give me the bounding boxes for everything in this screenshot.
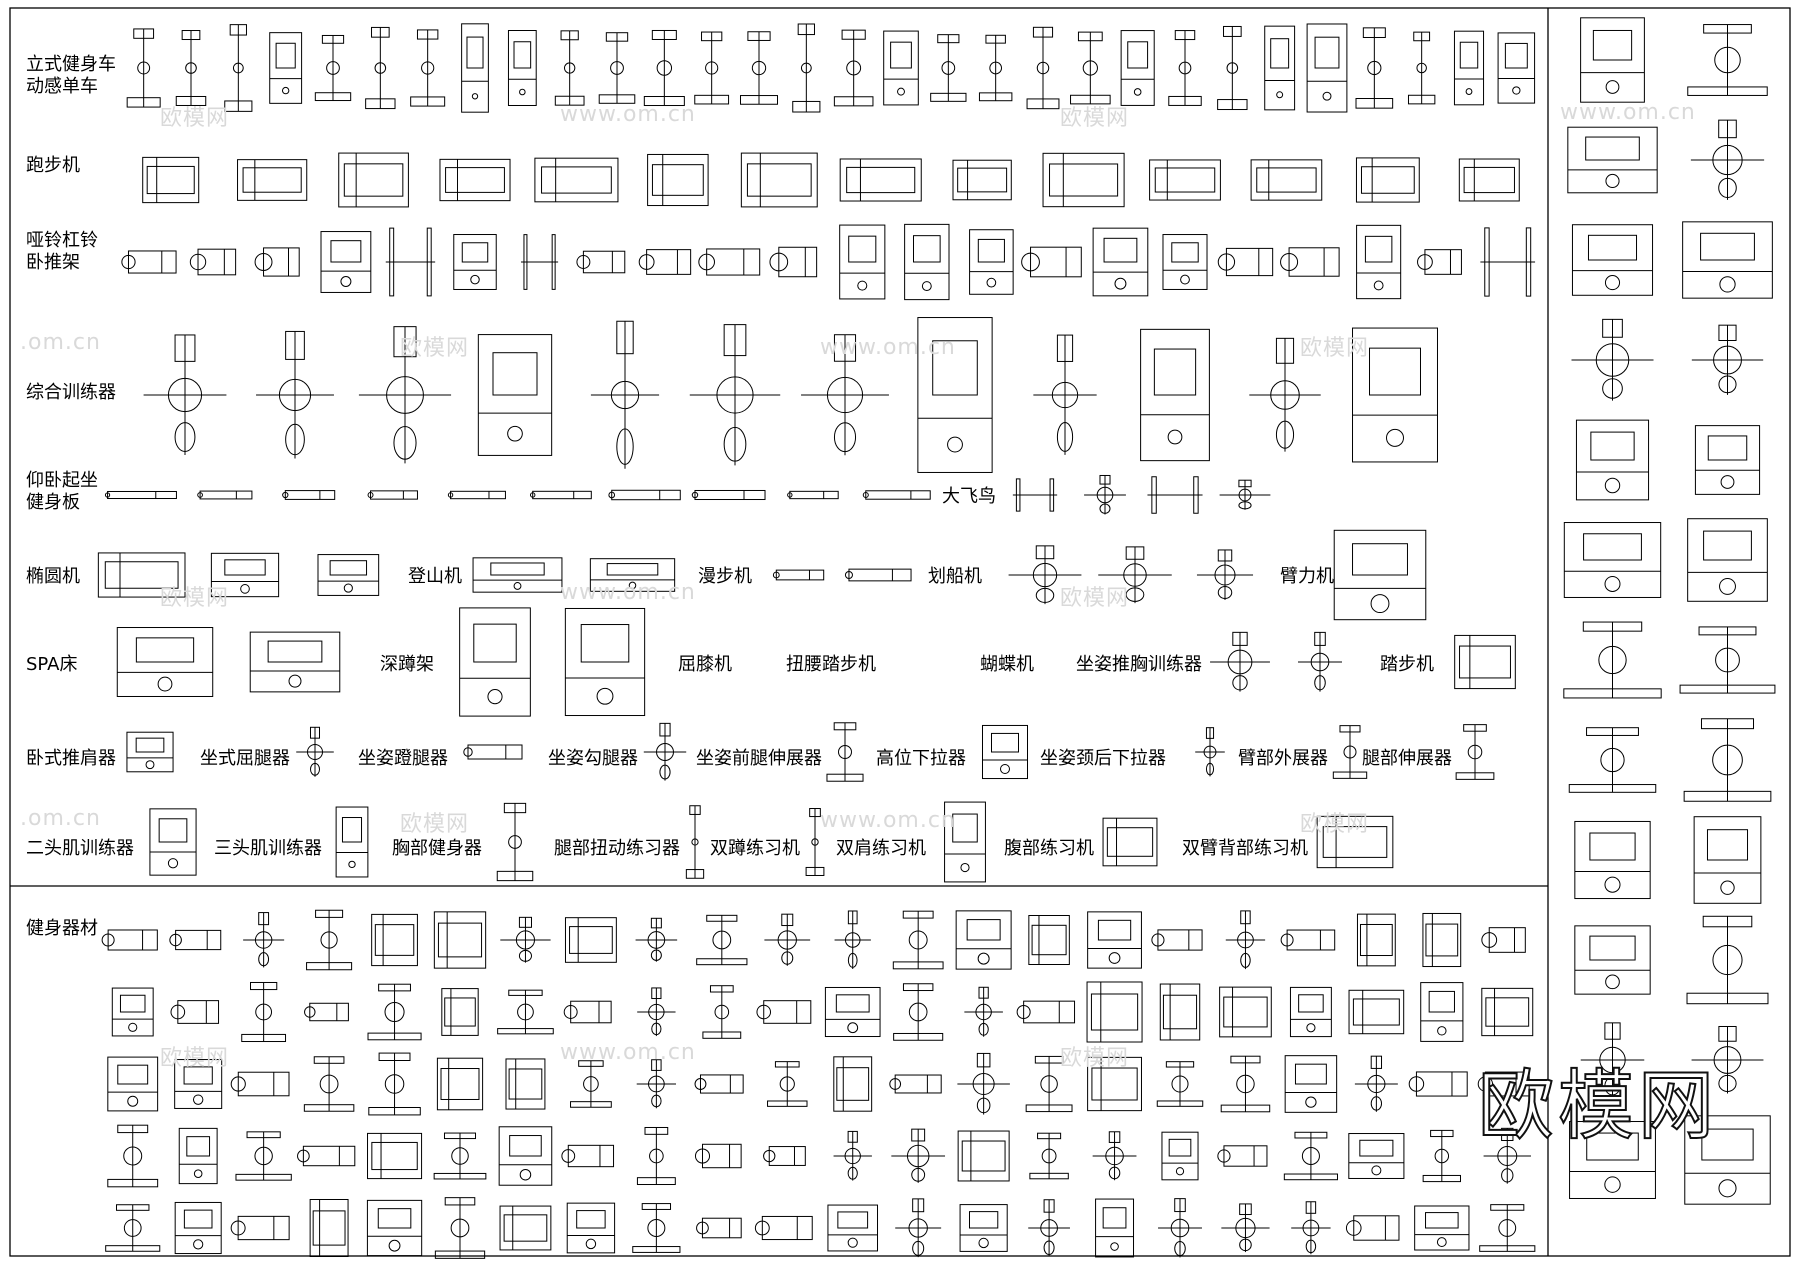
frame-lines <box>9 7 1791 1257</box>
label-double-back: 双臂背部练习机 <box>1182 838 1308 859</box>
watermark: 欧模网 <box>160 586 230 611</box>
label-walker: 漫步机 <box>698 566 752 587</box>
label-double-squat: 双蹲练习机 <box>710 838 800 859</box>
watermark: .om.cn <box>20 806 101 831</box>
label-rowing: 划船机 <box>928 566 982 587</box>
watermark: 欧模网 <box>1300 812 1370 837</box>
watermark: 欧模网 <box>1060 106 1130 131</box>
watermark: www.om.cn <box>820 335 956 360</box>
label-arm: 臂力机 <box>1280 566 1334 587</box>
watermark: 欧模网 <box>160 106 230 131</box>
label-treadmill: 跑步机 <box>26 155 80 176</box>
watermark: 欧模网 <box>1300 336 1370 361</box>
label-leg-press: 坐姿蹬腿器 <box>358 748 448 769</box>
watermark: 欧模网 <box>1060 1046 1130 1071</box>
label-leg-curl: 坐式屈腿器 <box>200 748 290 769</box>
watermark: 欧模网 <box>400 812 470 837</box>
label-hook-leg: 坐姿勾腿器 <box>548 748 638 769</box>
label-climber: 登山机 <box>408 566 462 587</box>
label-leg-stretch: 腿部伸展器 <box>1362 748 1452 769</box>
label-fitness-equipment: 健身器材 <box>26 918 98 939</box>
label-knee-bend: 屈膝机 <box>678 654 732 675</box>
label-stepper: 踏步机 <box>1380 654 1434 675</box>
watermark: www.om.cn <box>820 808 956 833</box>
label-shoulder-press: 卧式推肩器 <box>26 748 116 769</box>
label-upright-bike: 立式健身车 动感单车 <box>26 54 116 97</box>
label-twist-stepper: 扭腰踏步机 <box>786 654 876 675</box>
watermark: www.om.cn <box>560 1040 696 1065</box>
label-chest-trainer: 胸部健身器 <box>392 838 482 859</box>
equipment-symbols <box>97 17 1776 1259</box>
label-leg-twist: 腿部扭动练习器 <box>554 838 680 859</box>
label-dumbbell-rack: 哑铃杠铃 卧推架 <box>26 230 98 273</box>
watermark: 欧模网 <box>160 1046 230 1071</box>
label-arm-abductor: 臂部外展器 <box>1238 748 1328 769</box>
watermark: 欧模网 <box>1060 586 1130 611</box>
label-triceps: 三头肌训练器 <box>214 838 322 859</box>
label-multi-trainer: 综合训练器 <box>26 382 116 403</box>
label-biceps-trainer: 二头肌训练器 <box>26 838 134 859</box>
label-chest-press: 坐姿推胸训练器 <box>1076 654 1202 675</box>
label-butterfly: 蝴蝶机 <box>980 654 1034 675</box>
watermark: .om.cn <box>20 330 101 355</box>
label-spa-bed: SPA床 <box>26 654 78 675</box>
watermark: www.om.cn <box>560 580 696 605</box>
label-double-shoulder: 双肩练习机 <box>836 838 926 859</box>
label-abdomen: 腹部练习机 <box>1004 838 1094 859</box>
label-leg-extension: 坐姿前腿伸展器 <box>696 748 822 769</box>
label-squat-rack: 深蹲架 <box>380 654 434 675</box>
label-situp-board: 仰卧起坐 健身板 <box>26 470 98 513</box>
watermark: www.om.cn <box>560 102 696 127</box>
brand-logo: 欧模网 <box>1477 1061 1718 1150</box>
watermark: www.om.cn <box>1560 100 1696 125</box>
label-high-pulldown: 高位下拉器 <box>876 748 966 769</box>
label-elliptical: 椭圆机 <box>26 566 80 587</box>
watermark: 欧模网 <box>400 336 470 361</box>
label-dafeiniao: 大飞鸟 <box>942 486 996 507</box>
label-neck-pulldown: 坐姿颈后下拉器 <box>1040 748 1166 769</box>
